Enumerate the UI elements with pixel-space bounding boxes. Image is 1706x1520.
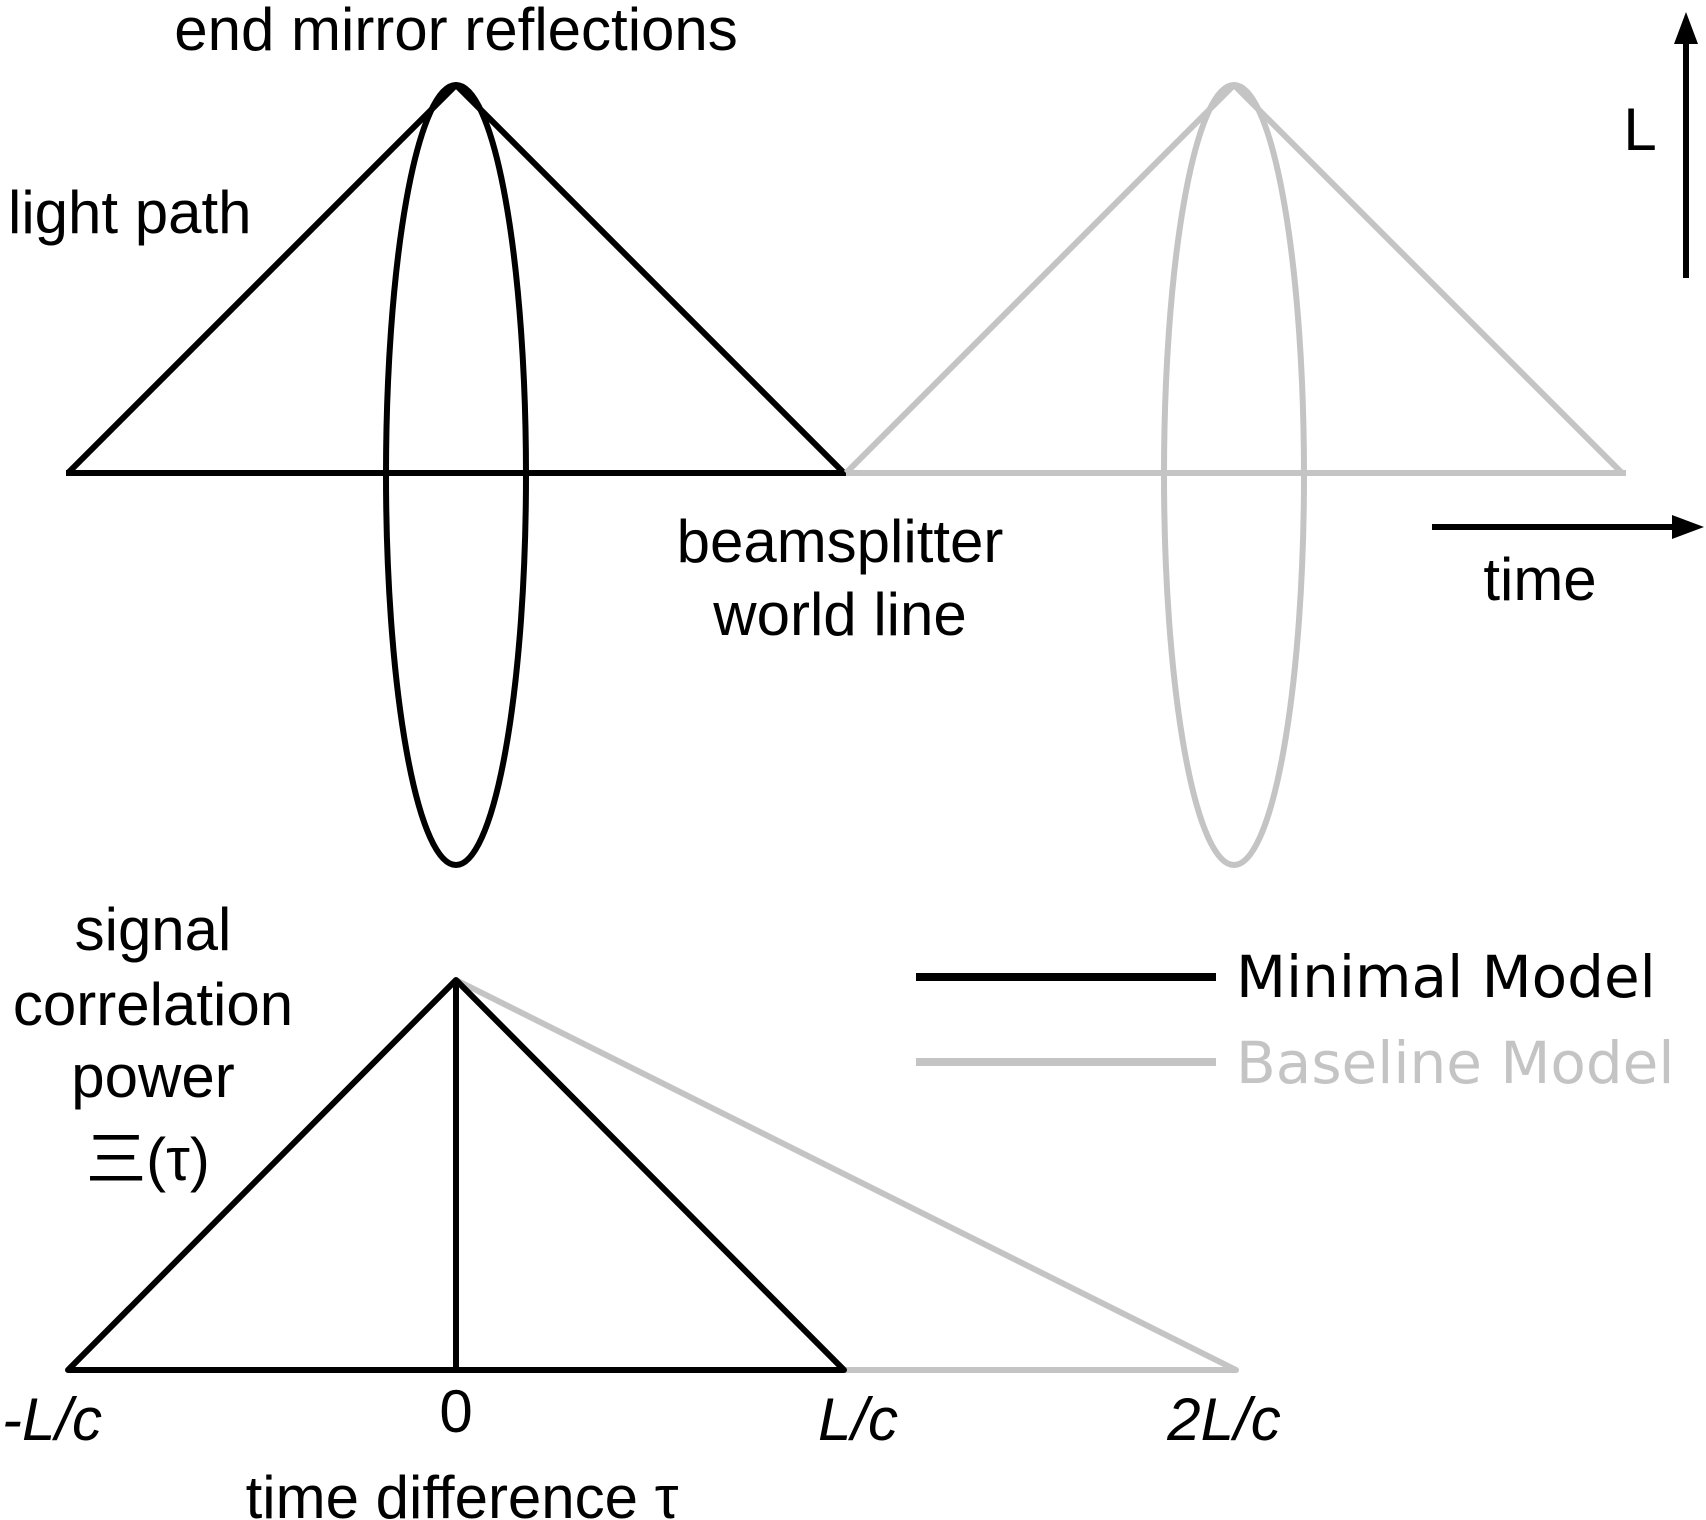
minimal-light-path: [65, 82, 847, 476]
legend: Minimal Model Baseline Model: [916, 943, 1674, 1097]
world-line-label: world line: [712, 581, 966, 648]
correlation-label: correlation: [13, 971, 293, 1038]
legend-baseline-label: Baseline Model: [1236, 1029, 1674, 1097]
L-axis-label: L: [1623, 96, 1656, 163]
power-label: power: [71, 1043, 234, 1110]
baseline-correlation-curve: [454, 977, 1239, 1373]
time-axis-label: time: [1483, 546, 1596, 613]
tick-L-over-c: L/c: [818, 1386, 898, 1453]
minimal-light-cone: [65, 82, 847, 868]
beamsplitter-label: beamsplitter: [677, 508, 1004, 575]
signal-label: signal: [75, 896, 232, 963]
end-mirror-reflections-label: end mirror reflections: [174, 0, 738, 63]
light-path-label: light path: [8, 179, 252, 246]
baseline-light-cone: [843, 82, 1626, 868]
minimal-end-mirror-ellipse: [383, 82, 529, 868]
baseline-light-path: [843, 82, 1625, 476]
legend-minimal-label: Minimal Model: [1236, 943, 1656, 1011]
L-axis-arrow: [1674, 12, 1698, 278]
minimal-correlation-curve: [65, 977, 847, 1373]
tick-zero: 0: [439, 1378, 472, 1445]
xi-tau-label: 三(τ): [86, 1126, 210, 1193]
time-axis-arrow: [1432, 515, 1704, 539]
tick-minus-L-over-c: -L/c: [2, 1386, 102, 1453]
baseline-end-mirror-ellipse: [1161, 82, 1307, 868]
tick-2L-over-c: 2L/c: [1166, 1386, 1280, 1453]
x-axis-label: time difference τ: [246, 1464, 679, 1520]
